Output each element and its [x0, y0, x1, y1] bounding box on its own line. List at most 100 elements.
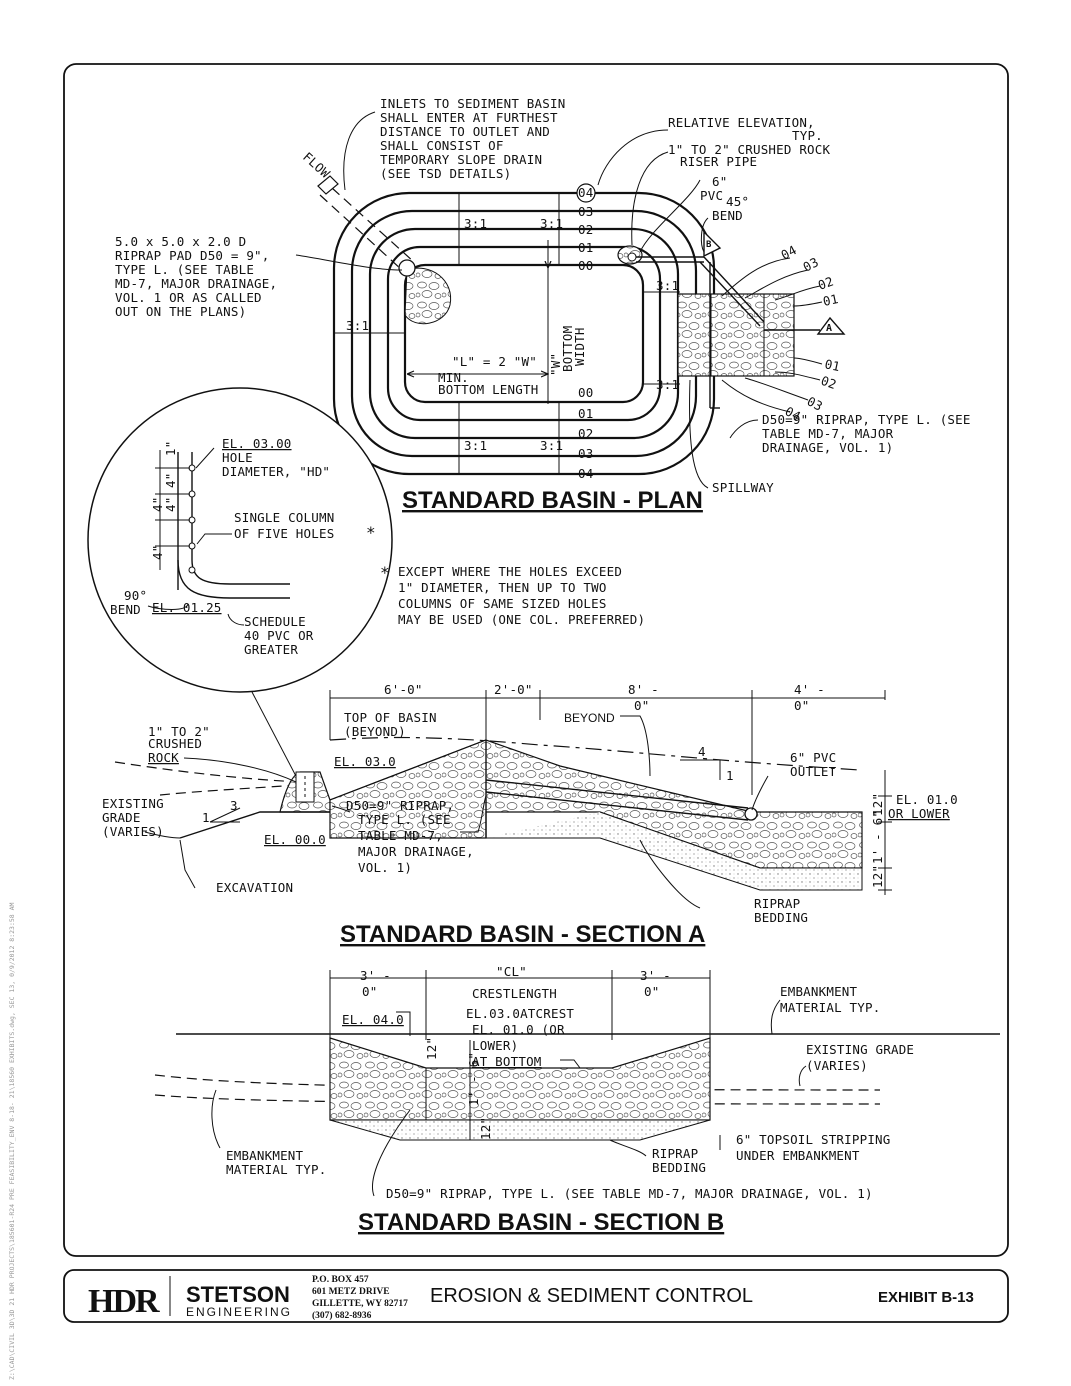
plan-labels: INLETS TO SEDIMENT BASIN SHALL ENTER AT … [115, 96, 970, 514]
slope-label: 3:1 [346, 318, 369, 333]
excavation-label: EXCAVATION [216, 880, 293, 895]
top-of-basin-label: TOP OF BASIN [344, 710, 437, 725]
dimension-label: 3' - [360, 968, 391, 983]
relative-elevation-label: RELATIVE ELEVATION, [668, 115, 815, 130]
single-column-label: OF FIVE HOLES [234, 526, 334, 541]
dimension-label: "CL" [496, 964, 527, 979]
spill-contour-label: 02 [819, 373, 839, 392]
el-03-label: EL. 03.0 [334, 754, 396, 769]
schedule-label: 40 PVC OR [244, 628, 314, 643]
bedding-label: BEDDING [652, 1160, 706, 1175]
bottom-length-label: "L" = 2 "W" [452, 354, 537, 369]
slope-label: 3:1 [464, 216, 487, 231]
vertical-dim-label: 12" [478, 1117, 493, 1140]
pvc-outlet-label: OUTLET [790, 764, 837, 779]
address-line: (307) 682-8936 [312, 1310, 372, 1321]
spacing-label: 4" [163, 497, 178, 512]
dimension-label: 3' - [640, 968, 671, 983]
contour-label: 02 [578, 222, 593, 237]
existing-grade-label: EXISTING [102, 796, 164, 811]
bedding-label: RIPRAP [754, 896, 800, 911]
riprap-label: D50=9" RIPRAP, [346, 798, 454, 813]
dimension-label: 0" [362, 984, 377, 999]
hole-diameter-label: DIAMETER, "HD" [222, 464, 330, 479]
slope-label: 3:1 [540, 216, 563, 231]
address-line: P.O. BOX 457 [312, 1275, 369, 1285]
spill-contour-label: 01 [822, 291, 840, 309]
asterisk-mark: * [380, 563, 390, 582]
slope-label: 3 [230, 798, 238, 813]
except-note: COLUMNS OF SAME SIZED HOLES [398, 596, 607, 611]
relative-elevation-label: TYP. [792, 128, 823, 143]
flow-label: FLOW [300, 149, 333, 181]
engineering-logo: ENGINEERING [186, 1305, 292, 1319]
pvc-bend-label: 6" [712, 174, 727, 189]
spillway-riprap-note: DRAINAGE, VOL. 1) [762, 440, 893, 455]
dimension-label: 0" [644, 984, 659, 999]
section-b-title: STANDARD BASIN - SECTION B [358, 1209, 724, 1236]
crushed-rock-label: ROCK [148, 750, 179, 765]
bedding-label: RIPRAP [652, 1146, 698, 1161]
inlet-note-line: SHALL CONSIST OF [380, 138, 504, 153]
spacing-label: 4" [150, 545, 165, 560]
embankment-label: EMBANKMENT [780, 984, 858, 999]
contour-label: 00 [578, 385, 593, 400]
topsoil-label: 6" TOPSOIL STRIPPING [736, 1132, 891, 1147]
spacing-label: 4" [163, 473, 178, 488]
contour-label: 01 [578, 406, 593, 421]
title-block: HDR STETSON ENGINEERING P.O. BOX 457 601… [63, 1269, 1009, 1323]
top-of-basin-label: (BEYOND) [344, 724, 406, 739]
bottom-width-label: BOTTOM [560, 326, 575, 372]
slope-label: 3:1 [464, 438, 487, 453]
dimension-label: 8' - [628, 682, 659, 697]
slope-label: 1 [726, 768, 734, 783]
beyond-label: BEYOND [564, 711, 615, 725]
el-01-label: OR LOWER [888, 806, 950, 821]
section-a: 6'-0" 2'-0" 8' - 0" 4' - 0" TOP OF BASIN… [102, 682, 958, 948]
el-04-label: EL. 04.0 [342, 1012, 404, 1027]
except-note: MAY BE USED (ONE COL. PREFERRED) [398, 612, 645, 627]
single-column-label: SINGLE COLUMN [234, 510, 334, 525]
section-a-title: STANDARD BASIN - SECTION A [340, 921, 705, 948]
bottom-width-label: "W" [548, 353, 563, 376]
topsoil-label: UNDER EMBANKMENT [736, 1148, 860, 1163]
contour-label: 03 [578, 446, 593, 461]
riprap-pad-line: OUT ON THE PLANS) [115, 304, 246, 319]
vertical-dim-label: 1' - 6" [466, 1052, 481, 1106]
spill-contour-label: 03 [800, 254, 821, 274]
riser-detail: EL. 03.00 HOLE DIAMETER, "HD" SINGLE COL… [87, 387, 645, 781]
bend-label: BEND [110, 602, 141, 617]
dimension-label: 2'-0" [494, 682, 533, 697]
spacing-label: 1" [163, 441, 178, 456]
pvc-bend-label: BEND [712, 208, 743, 223]
section-b: 3' - 0" "CL" CRESTLENGTH 3' - 0" EL. 04.… [154, 964, 1000, 1236]
contour-label: 03 [578, 204, 593, 219]
embankment-label: EMBANKMENT [226, 1148, 304, 1163]
crushed-rock-label: 1" TO 2" CRUSHED ROCK [668, 142, 831, 157]
riprap-pad-line: VOL. 1 OR AS CALLED [115, 290, 262, 305]
riser-pipe-label: RISER PIPE [680, 154, 757, 169]
vertical-dim-label: 12" [424, 1037, 439, 1060]
vertical-dim-label: 12" [870, 865, 885, 888]
riprap-pad-line: RIPRAP PAD D50 = 9", [115, 248, 270, 263]
dimension-label: 0" [634, 698, 649, 713]
riprap-pad-line: 5.0 x 5.0 x 2.0 D [115, 234, 246, 249]
riprap-label: D50=9" RIPRAP, TYPE L. (SEE TABLE MD-7, … [386, 1186, 873, 1201]
pvc-bend-label: PVC [700, 188, 723, 203]
vertical-dim-label: 12" [870, 793, 885, 816]
slope-label: 4 [698, 744, 706, 759]
pvc-bend-label: 45° [726, 194, 749, 209]
riprap-label: MAJOR DRAINAGE, [358, 844, 474, 859]
crushed-rock-label: CRUSHED [148, 736, 202, 751]
dimension-label: 6'-0" [384, 682, 423, 697]
dimension-label: 4' - [794, 682, 825, 697]
slope-label: 3:1 [656, 377, 679, 392]
inlet-note-line: INLETS TO SEDIMENT BASIN [380, 96, 565, 111]
except-note: 1" DIAMETER, THEN UP TO TWO [398, 580, 607, 595]
plan-title: STANDARD BASIN - PLAN [402, 487, 703, 514]
inlet-note-line: (SEE TSD DETAILS) [380, 166, 511, 181]
el-01-label: EL. 01.0 [896, 792, 958, 807]
bottom-width-label: WIDTH [572, 327, 587, 366]
crushed-rock-label: 1" TO 2" [148, 724, 210, 739]
